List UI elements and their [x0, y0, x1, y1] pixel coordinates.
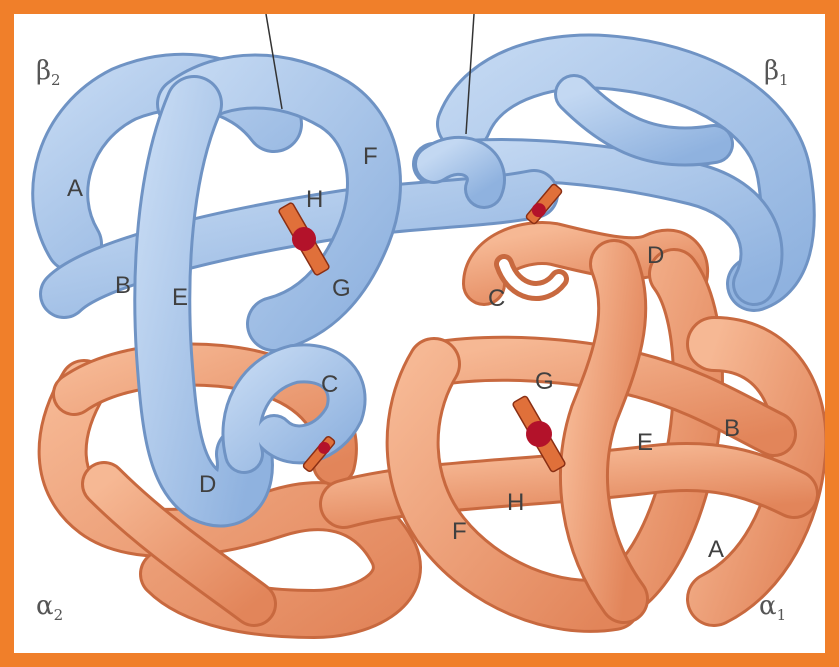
helix-label-alpha1-e: E	[637, 429, 653, 456]
helix-label-beta2-e: E	[172, 284, 188, 311]
helix-label-beta2-f: F	[363, 143, 378, 170]
helix-label-alpha1-h: H	[507, 489, 524, 516]
helix-label-beta2-d: D	[199, 471, 216, 498]
helix-label-alpha1-c: C	[488, 285, 505, 312]
chain-label-alpha1: α1	[759, 591, 786, 624]
helix-label-alpha1-a: A	[708, 536, 724, 563]
helix-label-beta2-b: B	[115, 272, 131, 299]
chain-label-beta2: β2	[36, 56, 61, 89]
helix-label-beta2-g: G	[332, 275, 351, 302]
svg-text:α2: α2	[36, 591, 63, 624]
helix-label-alpha1-f: F	[452, 518, 467, 545]
helix-label-alpha1-d: D	[647, 242, 664, 269]
helix-label-beta2-c: C	[321, 371, 338, 398]
svg-text:α1: α1	[759, 591, 786, 624]
svg-text:β1: β1	[764, 56, 789, 89]
svg-text:β2: β2	[36, 56, 61, 89]
chain-label-beta1: β1	[764, 56, 789, 89]
helix-label-beta2-a: A	[67, 175, 83, 202]
chain-label-alpha2: α2	[36, 591, 63, 624]
helix-label-alpha1-b: B	[724, 415, 740, 442]
hemoglobin-diagram: β2 β1 α2 α1 A B E F H G C D C D G E	[14, 14, 825, 653]
hemoglobin-tetramer-svg: β2 β1 α2 α1 A B E F H G C D C D G E	[14, 14, 825, 653]
helix-label-alpha1-g: G	[535, 368, 554, 395]
helix-label-beta2-h: H	[306, 186, 323, 213]
